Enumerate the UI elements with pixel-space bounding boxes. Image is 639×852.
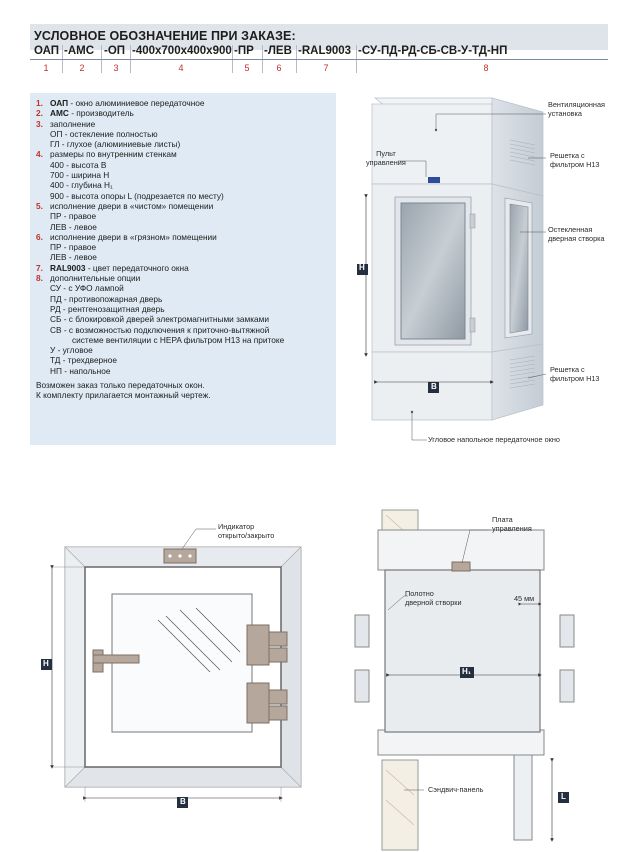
spec-subitem: ГЛ - глухое (алюминиевые листы)	[50, 139, 181, 150]
spec-subitem: ЛЕВ - левое	[50, 221, 97, 232]
dim-l-section: L	[561, 792, 566, 801]
code-4: -400x700x400x900	[132, 45, 232, 57]
spec-subitem: ПР - правое	[50, 211, 97, 222]
spec-subitem: СБ - с блокировкой дверей электромагнитн…	[50, 314, 270, 325]
spec-number: 8.	[36, 273, 43, 284]
spec-subitem: ПД - противопожарная дверь	[50, 293, 163, 304]
code-1: ОАП	[34, 45, 60, 57]
spec-text: заполнение	[50, 118, 96, 129]
spec-number: 1.	[36, 98, 43, 108]
spec-subitem: 400 - глубина Н₁	[50, 180, 113, 191]
spec-subitem: системе вентиляции с HEPA фильтром H13 н…	[72, 334, 285, 345]
label-door-leaf: Полотно дверной створки	[405, 589, 462, 607]
spec-number: 7.	[36, 262, 43, 273]
spec-number: 3.	[36, 118, 43, 129]
spec-number: 6.	[36, 231, 43, 242]
code-number: 6	[276, 63, 282, 73]
code-3: -ОП	[104, 45, 126, 57]
spec-subitem: ЛЕВ - левое	[50, 252, 97, 263]
label-corner-window: Угловое напольное передаточное окно	[428, 435, 560, 444]
spec-item: 8. дополнительные опции	[36, 273, 336, 283]
label-panel: Пульт управления	[366, 149, 406, 167]
spec-text: исполнение двери в «чистом» помещении	[50, 200, 214, 211]
code-number: 7	[323, 63, 329, 73]
spec-subitem: 400 - высота В	[50, 159, 107, 170]
dim-b-front: B	[180, 797, 186, 806]
spec-number: 5.	[36, 200, 43, 211]
label-sandwich: Сэндвич-панель	[428, 785, 484, 794]
label-gap: 45 мм	[514, 594, 535, 603]
label-grille-top: Решетка с фильтром H13	[550, 151, 600, 169]
spec-item: 2. АМС - производитель	[36, 108, 336, 118]
code-number: 4	[178, 63, 184, 73]
order-header-band	[30, 24, 608, 50]
spec-item: 6. исполнение двери в «грязном» помещении	[36, 232, 336, 242]
code-number: 8	[483, 63, 489, 73]
spec-number: 2.	[36, 108, 43, 119]
cabinet-3d-view	[357, 97, 547, 441]
spec-subitem: 900 - высота опоры L (подрезается по мес…	[50, 190, 224, 201]
specs-note: К комплекту прилагается монтажный чертеж…	[36, 390, 211, 401]
spec-text: АМС - производитель	[50, 108, 134, 119]
spec-subitem: СВ - с возможностью подключения к приточ…	[50, 324, 270, 335]
code-7: -RAL9003	[298, 45, 352, 57]
spec-subitem: ТД - трехдверное	[50, 355, 117, 366]
spec-item: 7. RAL9003 - цвет передаточного окна	[36, 263, 336, 273]
code-6: -ЛЕВ	[264, 45, 292, 57]
section-view-drawing	[354, 509, 575, 851]
spec-item: 4. размеры по внутренним стенкам	[36, 149, 336, 159]
specs-list: 1. ОАП - окно алюминиевое передаточное 2. А…	[36, 98, 336, 401]
spec-item: 3. заполнение	[36, 119, 336, 129]
code-2: -АМС	[64, 45, 95, 57]
spec-item: 1. ОАП - окно алюминиевое передаточное	[36, 98, 336, 108]
label-vent: Вентиляционная установка	[548, 100, 605, 118]
code-8: -СУ-ПД-РД-СБ-СВ-У-ТД-НП	[358, 45, 508, 57]
spec-subitem: ОП - остекление полностью	[50, 128, 158, 139]
dim-h1-section: H₁	[462, 667, 472, 676]
spec-item: 5. исполнение двери в «чистом» помещении	[36, 201, 336, 211]
label-grille-bottom: Решетка с фильтром H13	[550, 365, 600, 383]
code-underline	[30, 59, 608, 60]
label-board: Плата управления	[492, 515, 532, 533]
spec-text: RAL9003 - цвет передаточного окна	[50, 262, 189, 273]
code-number: 2	[79, 63, 85, 73]
dim-h-front: H	[43, 659, 49, 668]
label-indicator: Индикатор открыто/закрыто	[218, 522, 275, 540]
specs-panel	[30, 93, 336, 445]
code-5: -ПР	[234, 45, 254, 57]
code-number: 3	[113, 63, 119, 73]
spec-subitem: У - угловое	[50, 345, 93, 356]
specs-note: Возможен заказ только передаточных окон.	[36, 380, 205, 391]
spec-number: 4.	[36, 149, 43, 160]
dim-b-3d: B	[431, 382, 437, 391]
code-number: 1	[43, 63, 49, 73]
spec-text: ОАП - окно алюминиевое передаточное	[50, 98, 205, 108]
order-header-title: УСЛОВНОЕ ОБОЗНАЧЕНИЕ ПРИ ЗАКАЗЕ:	[34, 29, 296, 43]
dim-h-3d: H	[359, 263, 365, 272]
label-glass-door: Остекленная дверная створка	[548, 225, 605, 243]
spec-subitem: СУ - с УФО лампой	[50, 283, 124, 294]
front-view-drawing	[41, 528, 302, 808]
spec-subitem: НП - напольное	[50, 365, 111, 376]
spec-subitem: РД - рентгенозащитная дверь	[50, 303, 165, 314]
spec-text: размеры по внутренним стенкам	[50, 149, 177, 160]
spec-text: исполнение двери в «грязном» помещении	[50, 231, 217, 242]
order-code-row: ОАП -АМС -ОП -400x700x400x900 -ПР -ЛЕВ -…	[30, 45, 608, 75]
code-number: 5	[244, 63, 250, 73]
spec-subitem: ПР - правое	[50, 242, 97, 253]
spec-text: дополнительные опции	[50, 273, 141, 284]
spec-subitem: 700 - ширина Н	[50, 170, 110, 181]
